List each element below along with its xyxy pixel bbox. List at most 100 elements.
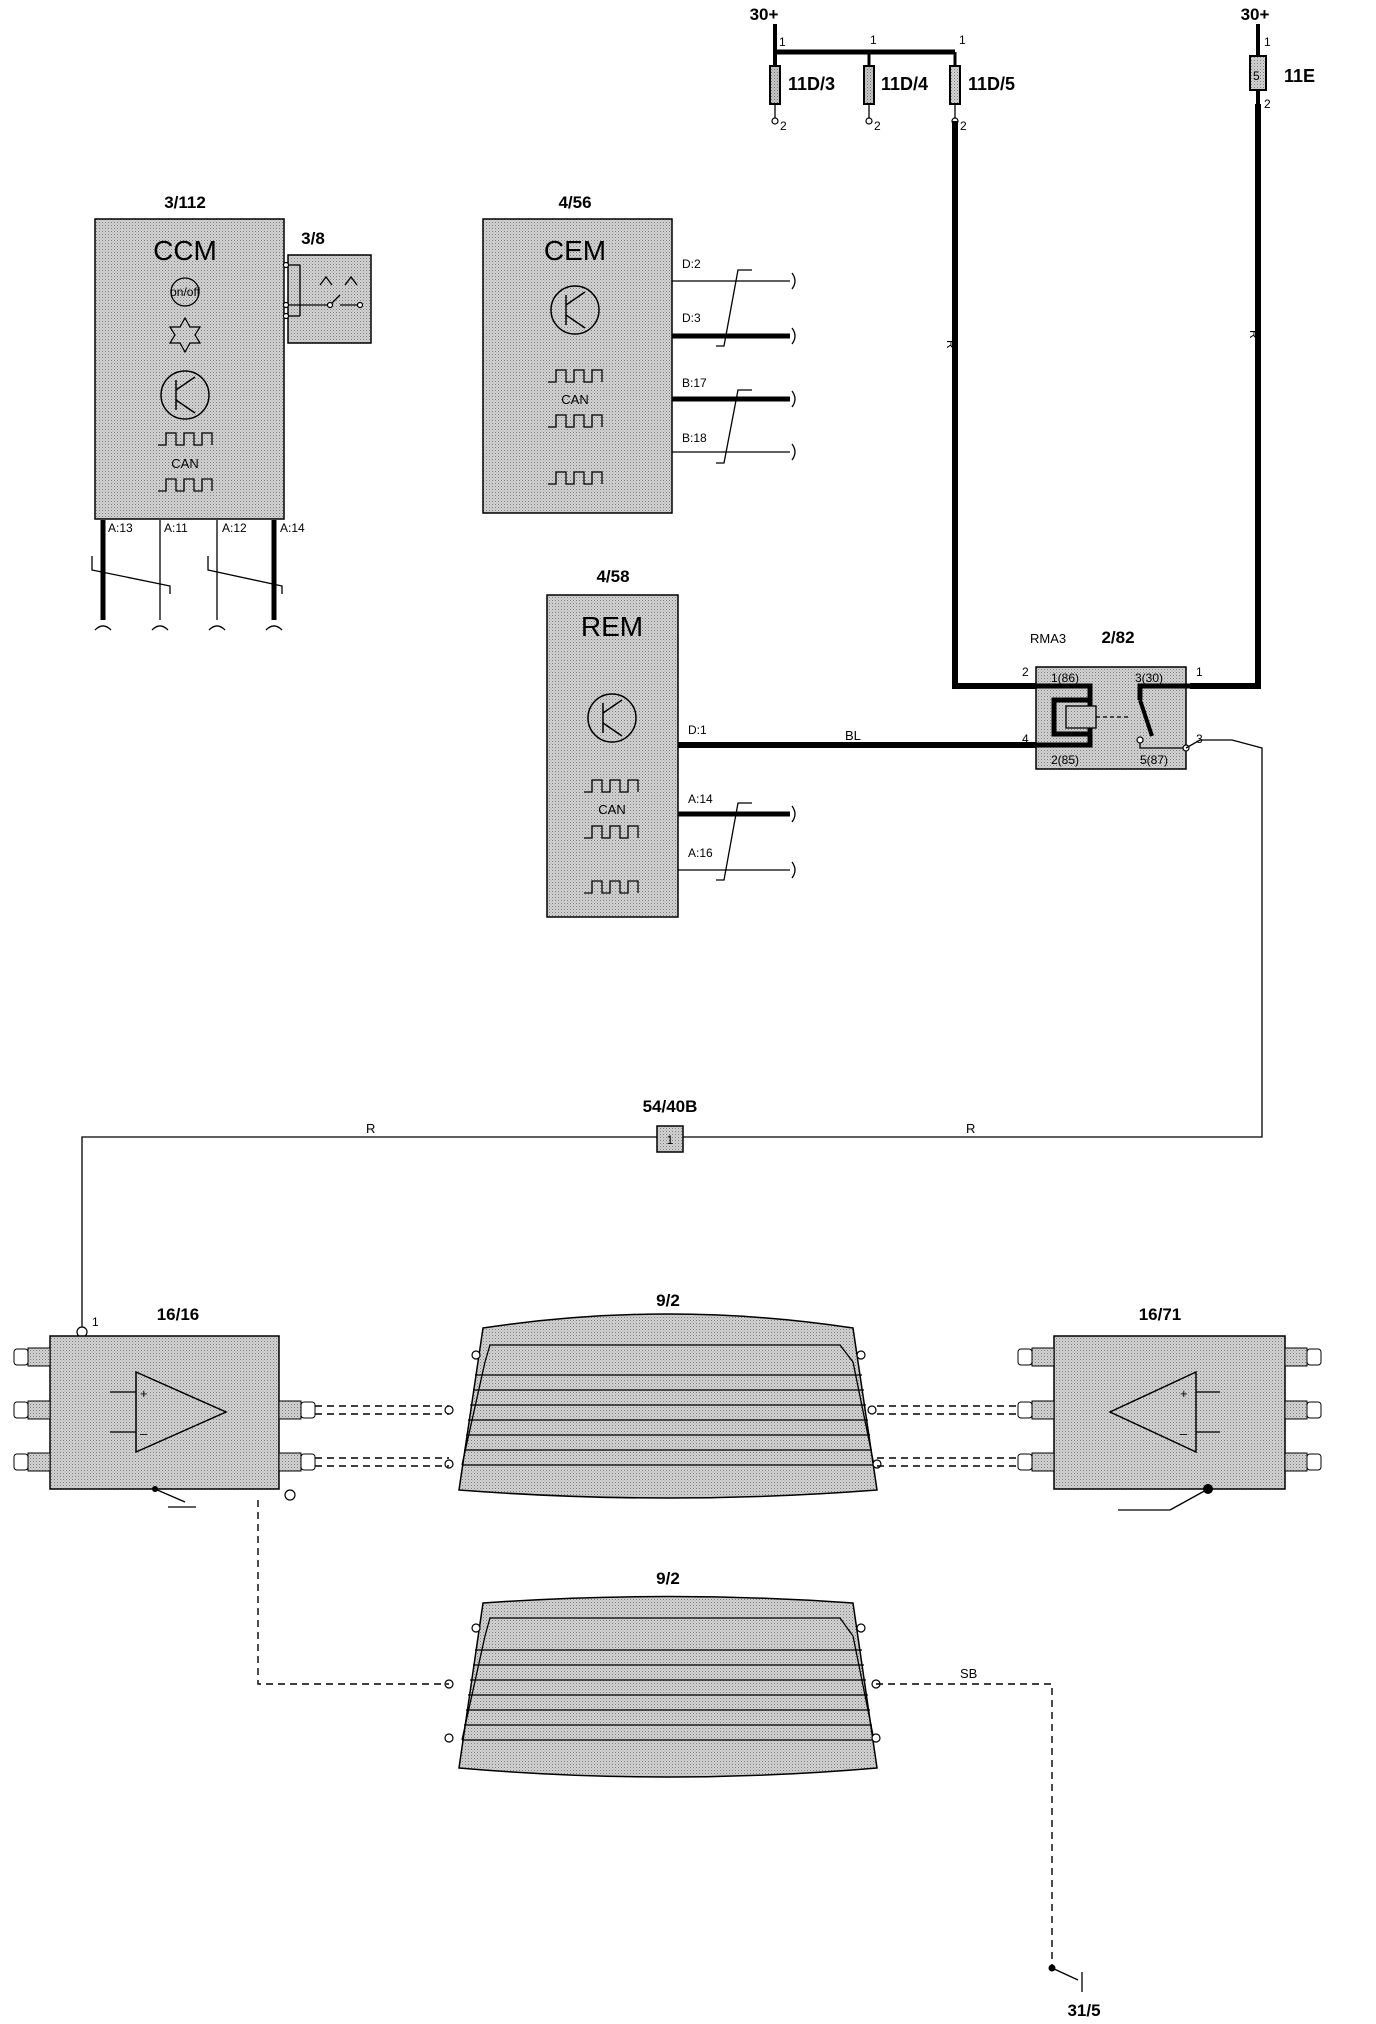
relay-id: 2/82 — [1101, 628, 1134, 647]
rem-box — [546, 594, 679, 918]
fuse-11e-rating: 5 — [1253, 69, 1260, 83]
on-off-icon — [170, 277, 200, 307]
cem-pin-b17: B:17 — [682, 376, 707, 390]
wire-color-sb: SB — [960, 1666, 977, 1681]
relay-n-left-top: 2 — [1022, 665, 1029, 679]
fuse-11d5: 1 2 11D/5 — [949, 33, 1015, 133]
relay-pin-85: 2(85) — [1051, 753, 1079, 767]
supply-wires: R R — [944, 104, 1261, 689]
plug-icon — [1017, 1347, 1055, 1472]
cem-id: 4/56 — [558, 193, 591, 212]
can-bus-icon: CAN — [548, 369, 603, 428]
supply-label-right: 30+ — [1241, 5, 1270, 24]
transistor-icon — [550, 285, 600, 335]
ccm-id: 3/112 — [164, 193, 206, 212]
ccm-onoff: on/off — [170, 285, 200, 299]
plug-icon — [13, 1347, 51, 1472]
switch-3-8: 3/8 — [282, 229, 372, 344]
cem-box — [482, 218, 673, 514]
ground-31-5: 31/5 — [1048, 1964, 1101, 2020]
fuse-11d5-pin-top: 1 — [959, 33, 966, 47]
fuse-11d3: 1 2 11D/3 — [769, 35, 835, 133]
fuse-11d4: 1 2 11D/4 — [863, 33, 928, 133]
relay-n-right-bot: 3 — [1196, 732, 1203, 746]
amp-right-id: 16/71 — [1139, 1305, 1182, 1324]
svg-text:+: + — [140, 1386, 148, 1401]
fuse-11e-label: 11E — [1284, 66, 1315, 86]
switch-3-8-id: 3/8 — [301, 229, 325, 248]
relay-n-right-top: 1 — [1196, 665, 1203, 679]
fuse-11d5-pin-bottom: 2 — [960, 119, 967, 133]
ground-id: 31/5 — [1067, 2001, 1100, 2020]
cem-name: CEM — [544, 235, 606, 266]
wire-color-r-left: R — [366, 1121, 375, 1136]
can-bus-icon: CAN — [584, 779, 639, 839]
amplifier-icon: + – — [1108, 1370, 1220, 1454]
fuse-group-11d: 30+ 1 2 11D/3 1 2 11D/4 1 — [750, 5, 1015, 133]
amp-left-box — [49, 1335, 280, 1490]
window-top-id: 9/2 — [656, 1291, 680, 1310]
window-bottom-id: 9/2 — [656, 1569, 680, 1588]
amplifier-icon: + – — [110, 1370, 228, 1454]
rem-can-label: CAN — [598, 802, 625, 817]
rem-pin-a14: A:14 — [688, 792, 713, 806]
relay-pin-30: 3(30) — [1135, 671, 1163, 685]
connector-pin: 1 — [667, 1133, 674, 1147]
rem-name: REM — [581, 611, 643, 642]
rem-module: 4/58 REM CAN — [546, 567, 679, 918]
transistor-icon — [587, 693, 637, 743]
ccm-pins: A:13 A:11 A:12 A:14 — [91, 520, 305, 631]
antenna-cables — [315, 1405, 1018, 1467]
relay-output-wire: R — [683, 739, 1263, 1138]
cem-module: 4/56 CEM CAN — [482, 193, 673, 514]
fuse-11d4-label: 11D/4 — [881, 74, 928, 94]
fuse-11e-pin-bottom: 2 — [1264, 97, 1271, 111]
relay-pin-86: 1(86) — [1051, 671, 1079, 685]
wire-color-supply-right: R — [1247, 330, 1261, 339]
ground-cables: SB — [257, 1500, 1053, 1966]
wire-color-r-right: R — [966, 1121, 975, 1136]
amp-right-box — [1053, 1335, 1286, 1490]
connector-54-40b: 54/40B 1 R — [81, 1097, 698, 1328]
sun-sensor-icon — [168, 316, 202, 354]
fuse-11d4-pin-bottom: 2 — [874, 119, 881, 133]
supply-label-left: 30+ — [750, 5, 779, 24]
plug-icon — [278, 1400, 316, 1472]
wire-color-bl: BL — [845, 728, 861, 743]
cem-pin-b18: B:18 — [682, 431, 707, 445]
rem-id: 4/58 — [596, 567, 629, 586]
cem-pin-d3: D:3 — [682, 311, 701, 325]
rem-pin-a16: A:16 — [688, 846, 713, 860]
plug-icon — [1284, 1347, 1322, 1472]
ccm-pin-a14: A:14 — [280, 521, 305, 535]
amp-left-id: 16/16 — [157, 1305, 200, 1324]
amplifier-16-71: 16/71 + – — [1017, 1305, 1322, 1511]
ccm-can-label: CAN — [171, 456, 198, 471]
relay-name: RMA3 — [1030, 631, 1066, 646]
ccm-pin-a11: A:11 — [164, 521, 188, 535]
fuse-11d3-pin-top: 1 — [779, 35, 786, 49]
amplifier-16-16: 16/16 1 + – — [13, 1305, 316, 1508]
fuse-11d3-pin-bottom: 2 — [780, 119, 787, 133]
svg-text:–: – — [140, 1426, 148, 1441]
rem-pins: D:1 A:14 A:16 BL — [678, 723, 1036, 881]
ccm-pin-a12: A:12 — [222, 521, 247, 535]
fuse-11e-pin-top: 1 — [1264, 35, 1271, 49]
cem-pins: D:2 D:3 B:17 B:18 — [672, 257, 796, 464]
signal-icon — [584, 880, 639, 894]
relay-n-left-bot: 4 — [1022, 732, 1029, 746]
ccm-module: 3/112 CCM on/off CAN — [94, 193, 285, 520]
svg-text:+: + — [1180, 1386, 1188, 1401]
svg-text:–: – — [1180, 1426, 1188, 1441]
fuse-11d3-label: 11D/3 — [788, 74, 835, 94]
fuse-11d5-label: 11D/5 — [968, 74, 1015, 94]
ccm-pin-a13: A:13 — [108, 521, 133, 535]
ground-icon — [1118, 1484, 1213, 1511]
connector-id: 54/40B — [643, 1097, 698, 1116]
wire-color-supply-left: R — [944, 340, 958, 349]
transistor-icon — [160, 370, 210, 420]
ccm-box — [94, 218, 285, 520]
signal-icon — [548, 471, 603, 485]
fuse-11e: 30+ 5 1 2 11E — [1241, 5, 1315, 111]
